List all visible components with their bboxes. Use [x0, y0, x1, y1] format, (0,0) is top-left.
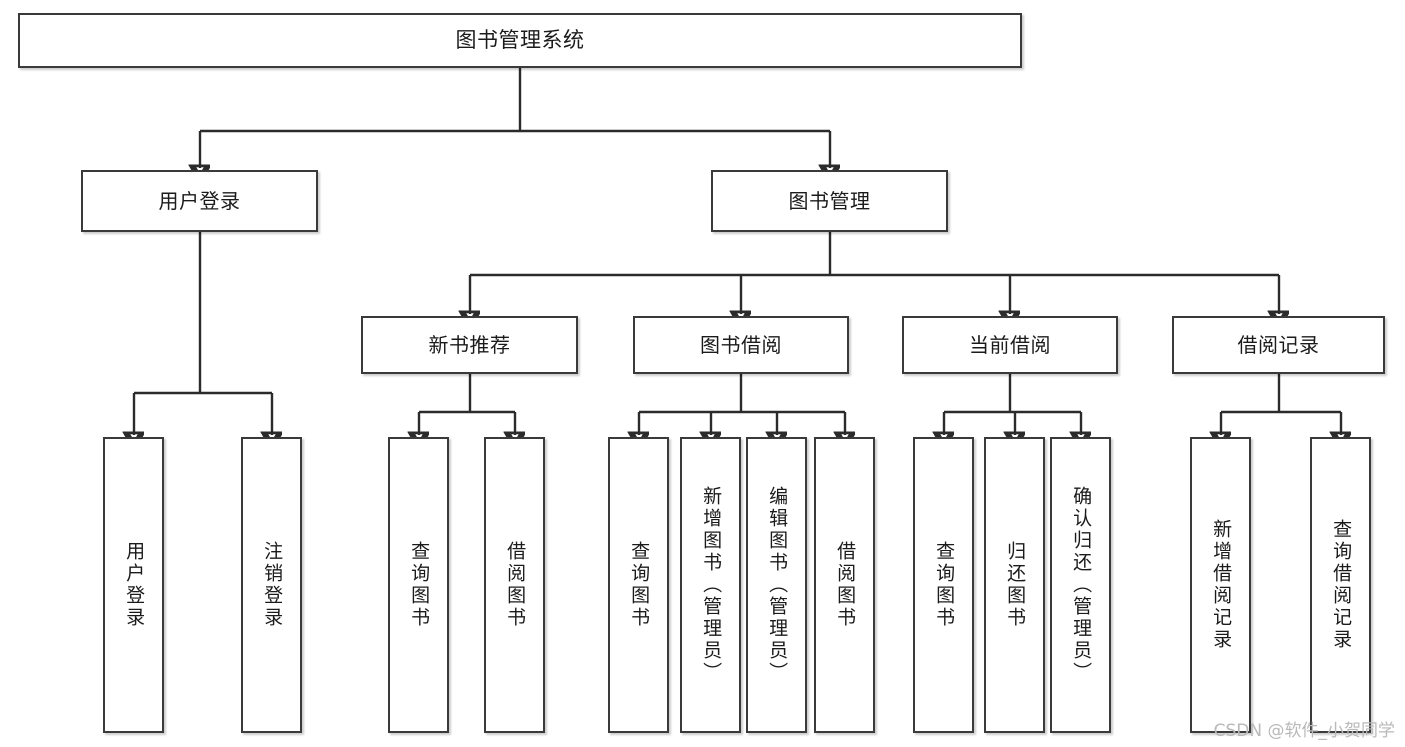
- node-leaf-query-record[interactable]: 查询借阅记录: [1310, 437, 1371, 733]
- node-leaf-add-record[interactable]: 新增借阅记录: [1190, 437, 1251, 733]
- node-label: 注销登录: [261, 541, 284, 629]
- node-label: 归还图书: [1004, 541, 1027, 629]
- node-label: 编辑图书（管理员）: [766, 486, 789, 684]
- node-label: 图书借阅: [700, 332, 782, 357]
- node-label: 查询图书: [628, 541, 651, 629]
- node-label: 用户登录: [123, 541, 146, 629]
- node-label: 借阅图书: [834, 541, 857, 629]
- node-label: 用户登录: [158, 188, 241, 213]
- node-label: 图书管理: [788, 188, 871, 213]
- node-leaf-query-book-2[interactable]: 查询图书: [608, 437, 669, 733]
- node-label: 当前借阅: [969, 332, 1051, 357]
- node-label: 新增借阅记录: [1210, 519, 1233, 651]
- node-label: 查询图书: [933, 541, 956, 629]
- node-leaf-edit-book[interactable]: 编辑图书（管理员）: [746, 437, 807, 733]
- node-new-book-recommend[interactable]: 新书推荐: [361, 316, 578, 374]
- node-leaf-add-book[interactable]: 新增图书（管理员）: [680, 437, 741, 733]
- node-leaf-return-book[interactable]: 归还图书: [984, 437, 1045, 733]
- node-label: 图书管理系统: [455, 27, 585, 52]
- node-leaf-query-book-1[interactable]: 查询图书: [388, 437, 449, 733]
- node-label: 借阅记录: [1237, 332, 1320, 357]
- node-label: 新书推荐: [428, 332, 511, 357]
- node-root[interactable]: 图书管理系统: [18, 13, 1022, 68]
- node-label: 查询借阅记录: [1330, 519, 1353, 651]
- node-book-borrow[interactable]: 图书借阅: [633, 316, 849, 374]
- node-leaf-confirm-return[interactable]: 确认归还（管理员）: [1050, 437, 1111, 733]
- node-label: 借阅图书: [504, 541, 527, 629]
- csdn-watermark: CSDN @软件_小贺同学: [1213, 721, 1395, 741]
- node-leaf-query-book-3[interactable]: 查询图书: [913, 437, 974, 733]
- node-leaf-borrow-book-1[interactable]: 借阅图书: [484, 437, 545, 733]
- node-leaf-borrow-book-2[interactable]: 借阅图书: [814, 437, 875, 733]
- node-book-manage[interactable]: 图书管理: [711, 170, 948, 232]
- node-label: 新增图书（管理员）: [700, 486, 723, 684]
- node-current-borrow[interactable]: 当前借阅: [902, 316, 1118, 374]
- node-borrow-record[interactable]: 借阅记录: [1172, 316, 1385, 374]
- node-leaf-logout[interactable]: 注销登录: [241, 437, 302, 733]
- node-user-login[interactable]: 用户登录: [81, 170, 318, 232]
- node-label: 确认归还（管理员）: [1070, 486, 1093, 684]
- node-label: 查询图书: [408, 541, 431, 629]
- node-leaf-user-login[interactable]: 用户登录: [103, 437, 164, 733]
